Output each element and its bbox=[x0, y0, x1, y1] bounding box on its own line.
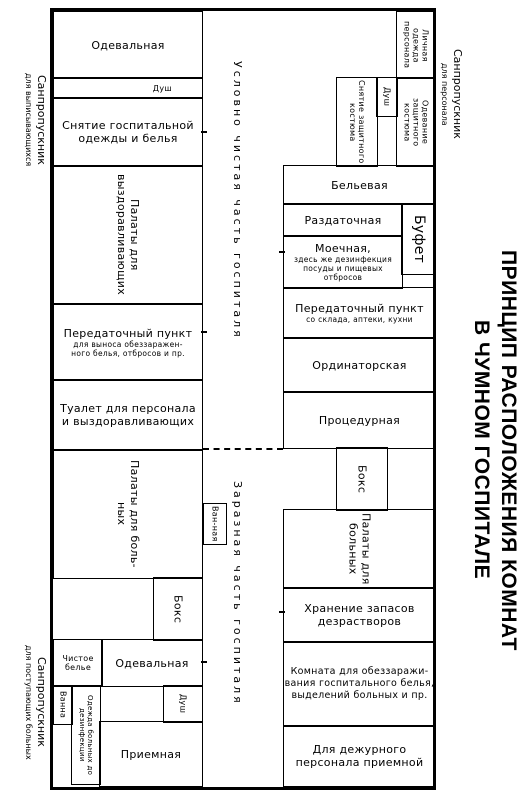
clean-infectious-boundary bbox=[203, 448, 283, 450]
diagram-title: ПРИНЦИП РАСПОЛОЖЕНИЯ КОМНАТ В ЧУМНОМ ГОС… bbox=[452, 150, 522, 750]
room-moechnaya: Моечная,здесь же дезинфекция посуды и пи… bbox=[283, 235, 403, 289]
room-boks-left: Бокс bbox=[153, 577, 203, 641]
room-dush-right: Душ bbox=[376, 77, 398, 117]
room-odevanie-kostuma: Одевание защитного костюма bbox=[396, 77, 436, 167]
room-vanna: Ван-ная bbox=[203, 503, 227, 545]
room-palaty-bolnyh-left: Палаты для боль- ных bbox=[53, 449, 203, 579]
corridor-clean-label: Условно чистая часть госпиталя bbox=[231, 61, 244, 340]
room-odezhda-bolnyh: Одежда больных до дезинфекции bbox=[71, 685, 101, 785]
room-belevaya: Бельевая bbox=[283, 165, 436, 205]
room-ordinatorskaya: Ординаторская bbox=[283, 337, 436, 393]
door-mark bbox=[201, 131, 207, 133]
room-boks-right: Бокс bbox=[336, 447, 388, 511]
door-mark bbox=[201, 661, 207, 663]
room-obezzarazhivanie: Комната для обеззаражи-вания госпитально… bbox=[283, 641, 436, 727]
room-vanna-small: Ванна bbox=[53, 685, 73, 725]
room-procedurnaya: Процедурная bbox=[283, 391, 436, 449]
room-odevalnaya-top: Одевальная bbox=[53, 11, 203, 79]
door-mark bbox=[279, 611, 285, 613]
room-razdatochnaya: Раздаточная bbox=[283, 203, 403, 237]
room-snyatie-kostuma: Снятие защитного костюма bbox=[336, 77, 378, 167]
room-palaty-vyzdoravlivayushchih: Палаты для выздоравливающих bbox=[53, 165, 203, 305]
room-dush-bottom: Душ bbox=[163, 685, 203, 723]
room-lichnaya-odezhda: Личная одежда персонала bbox=[396, 11, 436, 79]
room-bufet: Буфет bbox=[401, 203, 436, 275]
title-line-1: ПРИНЦИП РАСПОЛОЖЕНИЯ КОМНАТ bbox=[497, 249, 520, 651]
room-odevalnaya-bottom: Одевальная bbox=[101, 639, 203, 687]
room-dush-top: Душ bbox=[53, 77, 203, 99]
door-mark bbox=[201, 331, 207, 333]
title-line-2: В ЧУМНОМ ГОСПИТАЛЕ bbox=[470, 320, 493, 580]
door-mark bbox=[279, 251, 285, 253]
room-palaty-bolnyh-right: Палаты для больных bbox=[283, 509, 436, 589]
room-priemnaya: Приемная bbox=[99, 721, 203, 787]
corridor-infectious-label: Заразная часть госпиталя bbox=[231, 481, 244, 706]
